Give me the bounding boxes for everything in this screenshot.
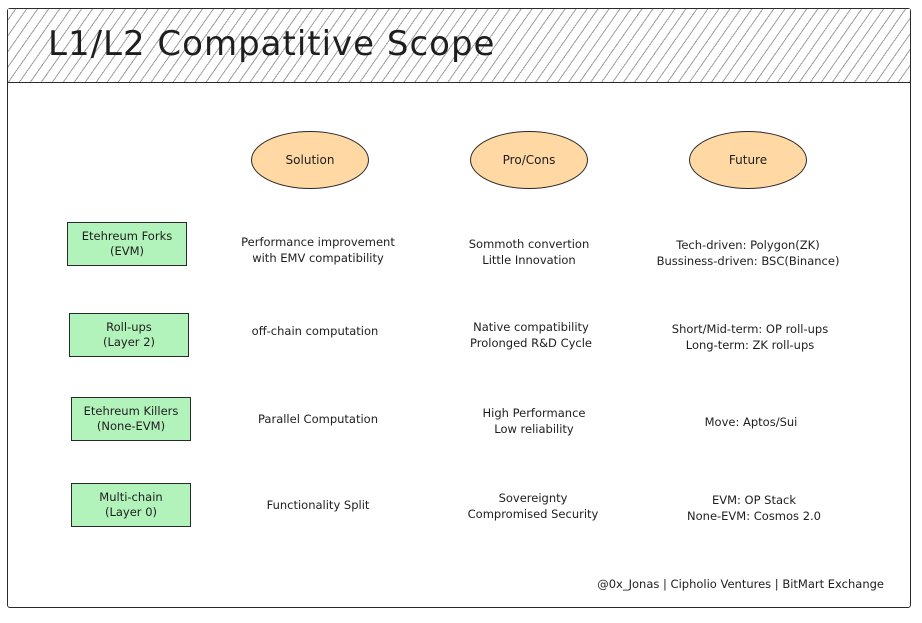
cell-solution-multi-chain: Functionality Split [218,485,418,525]
cell-line: Short/Mid-term: OP roll-ups [671,322,829,336]
row-label-roll-ups: Roll-ups (Layer 2) [69,313,189,357]
row-label-line: (Layer 2) [102,335,155,349]
row-label-line: (None-EVM) [96,419,166,433]
cell-line: Prolonged R&D Cycle [470,336,592,350]
cell-line: Functionality Split [266,498,370,512]
cell-line: Sovereignty [498,491,568,505]
cell-solution-roll-ups: off-chain computation [215,311,415,351]
cell-future-ethereum-killers: Move: Aptos/Sui [651,402,851,442]
cell-line: EVM: OP Stack [711,493,797,507]
column-header-solution: Solution [251,131,369,189]
cell-procons-ethereum-killers: High Performance Low reliability [434,401,634,441]
cell-future-ethereum-forks: Tech-driven: Polygon(ZK) Bussiness-drive… [648,233,848,273]
cell-line: Native compatibility [473,320,589,334]
cell-future-roll-ups: Short/Mid-term: OP roll-ups Long-term: Z… [650,317,850,357]
credit-line: @0x_Jonas | Cipholio Ventures | BitMart … [597,577,884,591]
cell-line: High Performance [482,406,586,420]
row-label-ethereum-killers: Etehreum Killers (None-EVM) [71,397,191,441]
cell-line: Move: Aptos/Sui [704,415,798,429]
cell-line: Performance improvement [241,235,395,249]
cell-line: Low reliability [494,422,574,436]
row-label-multi-chain: Multi-chain (Layer 0) [71,483,191,527]
cell-line: Parallel Computation [258,412,378,426]
cell-line: Compromised Security [467,507,599,521]
column-header-future: Future [689,131,807,189]
cell-solution-ethereum-killers: Parallel Computation [218,399,418,439]
cell-line: Tech-driven: Polygon(ZK) [676,238,820,252]
row-label-line: Etehreum Forks [81,229,173,243]
row-label-line: (EVM) [109,244,145,258]
cell-solution-ethereum-forks: Performance improvement with EMV compati… [218,230,418,270]
row-label-ethereum-forks: Etehreum Forks (EVM) [67,222,187,266]
cell-line: off-chain computation [251,324,379,338]
cell-line: Sommoth convertion [468,237,590,251]
title-bar: L1/L2 Compatitive Scope [8,9,910,83]
cell-line: Long-term: ZK roll-ups [685,338,815,352]
cell-procons-ethereum-forks: Sommoth convertion Little Innovation [429,232,629,272]
diagram-title: L1/L2 Compatitive Scope [48,24,496,64]
cell-procons-roll-ups: Native compatibility Prolonged R&D Cycle [431,315,631,355]
diagram-frame: L1/L2 Compatitive Scope Solution Pro/Con… [7,8,911,608]
column-header-procons: Pro/Cons [470,131,588,189]
cell-future-multi-chain: EVM: OP Stack None-EVM: Cosmos 2.0 [654,488,854,528]
row-label-line: (Layer 0) [104,505,157,519]
cell-line: with EMV compatibility [252,251,384,265]
row-label-line: Multi-chain [99,490,163,504]
cell-procons-multi-chain: Sovereignty Compromised Security [433,486,633,526]
row-label-line: Etehreum Killers [83,404,179,418]
cell-line: Little Innovation [482,253,576,267]
row-label-line: Roll-ups [106,320,152,334]
cell-line: None-EVM: Cosmos 2.0 [687,509,821,523]
cell-line: Bussiness-driven: BSC(Binance) [656,254,840,268]
